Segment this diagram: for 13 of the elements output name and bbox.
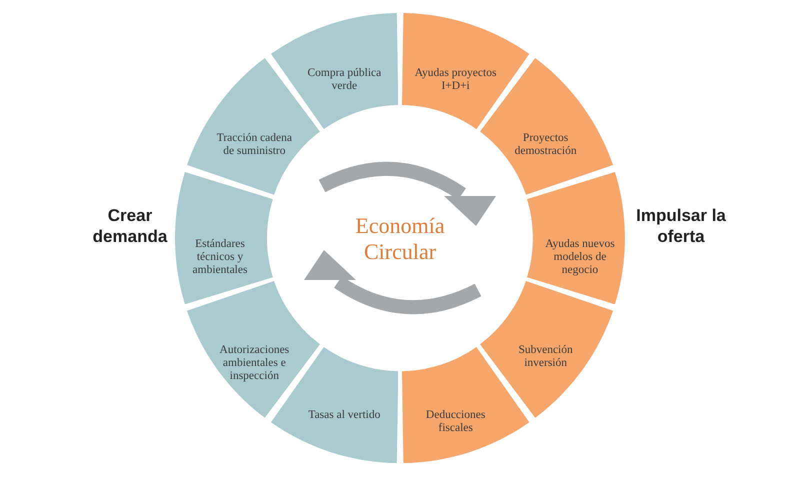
side-label: Crear demanda [92, 205, 168, 247]
segment-label: Deducciones fiscales [424, 409, 486, 436]
side-label: Impulsar la oferta [636, 205, 726, 247]
segment-label: Proyectos demostración [514, 132, 578, 158]
segment-label: Estándares técnicos y ambientales [192, 238, 248, 277]
segment-label: Tasas al vertido [307, 409, 382, 422]
segment-label: Subvención inversión [517, 344, 574, 370]
segment-label: Ayudas proyectos I+D+i [414, 66, 498, 93]
center-title: Economía Circular [354, 213, 446, 265]
segment-label: Autorizaciones ambientales e inspección [218, 344, 290, 383]
segment-label: Compra pública verde [306, 66, 382, 93]
segment-label: Ayudas nuevos modelos de negocio [544, 238, 616, 277]
segment-label: Tracción cadena de suministro [216, 132, 293, 158]
